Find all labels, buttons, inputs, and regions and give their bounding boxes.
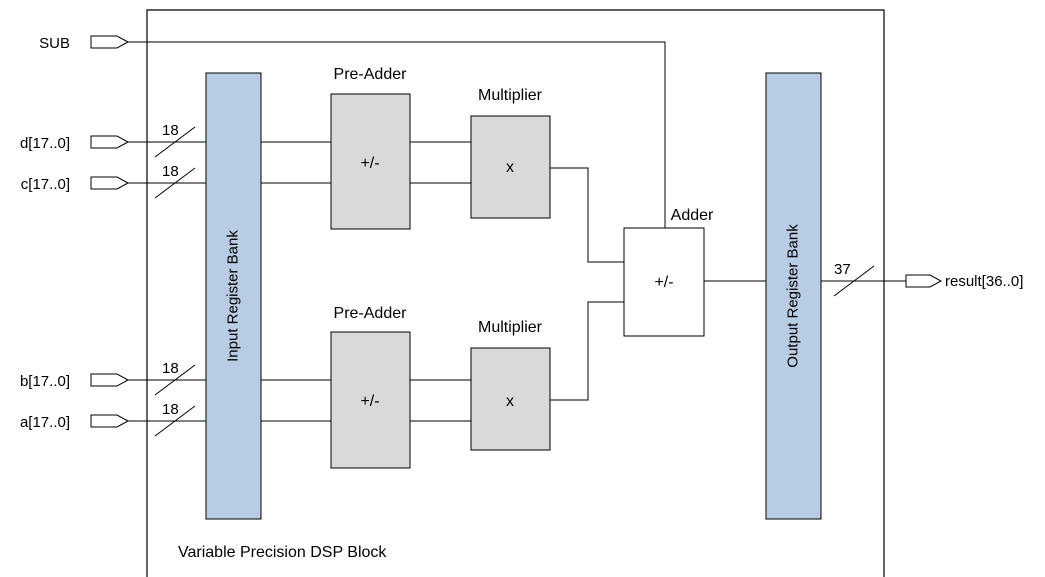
multiplier-top-title: Multiplier [478,87,543,104]
multiplier-bottom-title: Multiplier [478,319,543,336]
pre-adder-bottom-symbol: +/- [360,393,379,410]
input-d-label: d[17..0] [20,135,70,152]
input-register-bank-label: Input Register Bank [224,230,241,362]
input-d-bus-slash [154,126,196,158]
output-register-bank [765,72,822,520]
wire-mult-top-to-adder [550,167,624,263]
output-register-bank-label: Output Register Bank [784,224,801,368]
pre-adder-bottom [330,331,411,469]
pre-adder-bottom-title: Pre-Adder [334,305,408,322]
multiplier-bottom-symbol: x [506,393,514,410]
input-c-port-icon [90,176,130,190]
dsp-block-label: Variable Precision DSP Block [178,544,387,561]
input-d-port-icon [90,135,130,149]
input-register-bank [205,72,262,520]
output-result-bus-slash [833,265,875,297]
input-c-bus-slash [154,167,196,199]
pre-adder-top-symbol: +/- [360,155,379,172]
wire-mult-bottom-to-adder [550,301,624,401]
output-result-label: result[36..0] [945,273,1023,290]
input-d-width: 18 [162,122,179,139]
dsp-block-boundary [146,9,885,577]
adder [623,227,705,337]
multiplier-top [470,115,551,219]
input-a-width: 18 [162,401,179,418]
sub-input-label: SUB [39,35,70,52]
multiplier-bottom [470,347,551,451]
pre-adder-top [330,93,411,230]
multiplier-top-symbol: x [506,159,514,176]
input-c-width: 18 [162,163,179,180]
pre-adder-top-title: Pre-Adder [334,66,408,83]
sub-signal-line [128,41,666,228]
output-result-port-icon [905,274,943,288]
input-b-width: 18 [162,360,179,377]
input-a-bus-slash [154,405,196,437]
input-b-port-icon [90,373,130,387]
input-c-label: c[17..0] [21,176,70,193]
adder-title: Adder [671,207,714,224]
input-b-bus-slash [154,364,196,396]
input-a-label: a[17..0] [20,414,70,431]
output-result-width: 37 [834,261,851,278]
sub-input-port-icon [90,35,130,49]
adder-symbol: +/- [654,274,673,291]
input-b-label: b[17..0] [20,373,70,390]
input-a-port-icon [90,414,130,428]
